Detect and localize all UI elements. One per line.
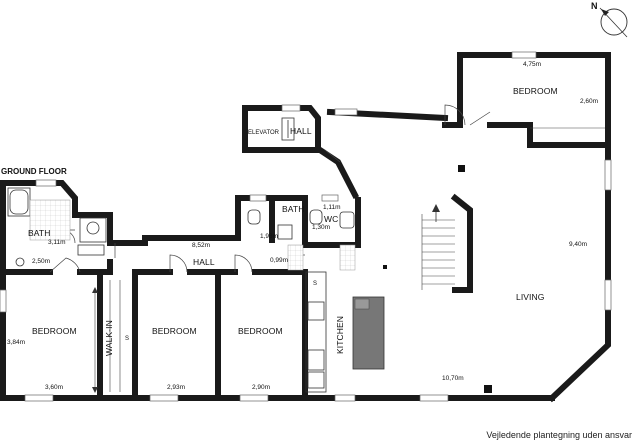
dim-bedroom-top-width: 4,75m — [523, 61, 541, 68]
room-label-living: LIVING — [516, 292, 544, 302]
dim-bedroom-1-depth: 3,84m — [7, 339, 25, 346]
walls — [0, 52, 611, 403]
room-label-kitchen: KITCHEN — [335, 316, 345, 354]
floor-heading: GROUND FLOOR — [1, 167, 67, 176]
closet-marker: S — [125, 336, 129, 342]
dim-living-depth: 9,40m — [569, 241, 587, 248]
disclaimer-text: Vejledende plantegning uden ansvar — [486, 430, 632, 440]
dim-wc-a: 1,11m — [323, 204, 341, 211]
windows — [0, 51, 612, 402]
dim-wc-b: 1,30m — [312, 224, 330, 231]
dim-bath-left-a: 3,11m — [48, 239, 66, 246]
dim-hall-length: 8,52m — [192, 242, 210, 249]
compass-icon: N — [591, 1, 628, 38]
room-label-bedroom-3: BEDROOM — [238, 326, 283, 336]
room-label-bedroom-1: BEDROOM — [32, 326, 77, 336]
room-label-bedroom-top: BEDROOM — [513, 86, 558, 96]
room-label-elevator: ELEVATOR — [248, 130, 280, 136]
compass-label: N — [591, 1, 598, 11]
kitchen-appliance-marker: S — [313, 281, 317, 287]
room-label-walk-in: WALK-IN — [104, 320, 114, 356]
room-label-bath-left: BATH — [28, 228, 50, 238]
dim-bath-mid-a: 1,98m — [260, 233, 278, 240]
dim-bedroom-2-width: 2,93m — [167, 384, 185, 391]
dim-bedroom-1-width: 3,60m — [45, 384, 63, 391]
dim-bath-left-b: 2,50m — [32, 258, 50, 265]
room-label-bedroom-2: BEDROOM — [152, 326, 197, 336]
dim-hall-width: 0,99m — [270, 257, 288, 264]
fixtures — [7, 117, 605, 393]
room-label-hall-upper: HALL — [290, 126, 312, 136]
dim-bedroom-3-width: 2,90m — [252, 384, 270, 391]
room-label-wc: WC — [324, 214, 338, 224]
dim-living-width: 10,70m — [442, 375, 464, 382]
dim-bedroom-top-depth: 2,60m — [580, 98, 598, 105]
room-label-bath-mid: BATH — [282, 204, 304, 214]
room-label-hall-main: HALL — [193, 257, 215, 267]
